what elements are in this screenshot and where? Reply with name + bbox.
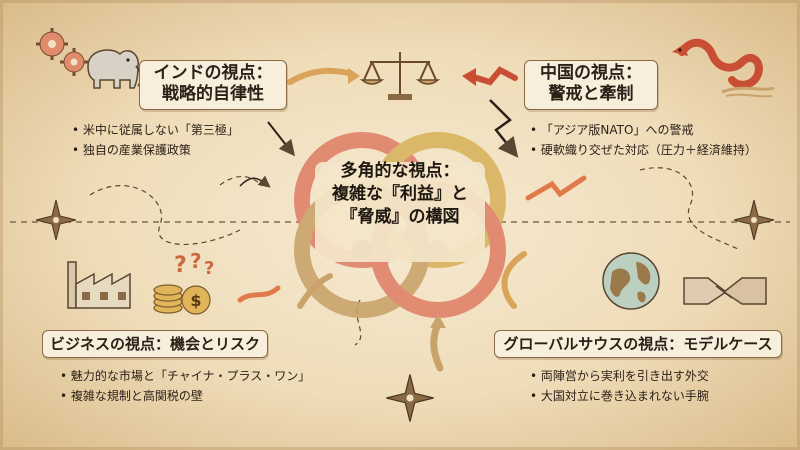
- list-item: 米中に従属しない「第三極」: [72, 120, 239, 140]
- compass-rose-icon: [35, 199, 77, 241]
- interlocking-rings: [294, 132, 506, 318]
- svg-text:?: ?: [190, 249, 202, 273]
- global-south-bullets: 両陣営から実利を引き出す外交 大国対立に巻き込まれない手腕: [530, 366, 709, 406]
- question-marks-icon: ? ? ?: [174, 249, 214, 279]
- india-title-box: インドの視点： 戦略的自律性: [139, 60, 287, 110]
- svg-text:?: ?: [204, 258, 214, 279]
- list-item: 硬軟織り交ぜた対応（圧力＋経済維持）: [530, 140, 757, 160]
- compass-rose-icon: [733, 199, 775, 241]
- business-title: ビジネスの視点：機会とリスク: [49, 335, 260, 353]
- china-title-line2: 警戒と牽制: [548, 84, 634, 104]
- coins-icon: $: [153, 284, 211, 315]
- business-bullets: 魅力的な市場と「チャイナ・プラス・ワン」 複雑な規制と高関税の壁: [60, 366, 310, 406]
- list-item: 複雑な規制と高関税の壁: [60, 386, 310, 406]
- india-title-line1: インドの視点：: [153, 63, 273, 83]
- global-south-title: グローバルサウスの視点：モデルケース: [503, 335, 773, 353]
- dragon-icon: [672, 38, 775, 98]
- scales-icon: [360, 52, 440, 100]
- svg-text:?: ?: [174, 253, 187, 278]
- list-item: 両陣営から実利を引き出す外交: [530, 366, 709, 386]
- list-item: 大国対立に巻き込まれない手腕: [530, 386, 709, 406]
- china-title-box: 中国の視点： 警戒と牽制: [524, 60, 658, 110]
- global-south-title-box: グローバルサウスの視点：モデルケース: [494, 330, 782, 358]
- india-bullets: 米中に従属しない「第三極」 独自の産業保護政策: [72, 120, 239, 160]
- india-title-line2: 戦略的自律性: [162, 84, 264, 104]
- business-title-box: ビジネスの視点：機会とリスク: [42, 330, 268, 358]
- gears-icon: [36, 28, 88, 76]
- center-title: 多角的な視点： 複雑な『利益』と 『脅威』の構図: [300, 160, 500, 229]
- factory-icon: [67, 261, 131, 309]
- china-title-line1: 中国の視点：: [540, 63, 642, 83]
- list-item: 独自の産業保護政策: [72, 140, 239, 160]
- list-item: 魅力的な市場と「チャイナ・プラス・ワン」: [60, 366, 310, 386]
- handshake-icon: [683, 277, 767, 305]
- center-title-line2: 複雑な『利益』と: [332, 184, 468, 204]
- list-item: 「アジア版NATO」への警戒: [530, 120, 757, 140]
- svg-text:$: $: [190, 291, 201, 310]
- globe-icon: [602, 252, 660, 310]
- china-bullets: 「アジア版NATO」への警戒 硬軟織り交ぜた対応（圧力＋経済維持）: [530, 120, 757, 160]
- center-title-line1: 多角的な視点：: [340, 161, 460, 181]
- center-title-line3: 『脅威』の構図: [340, 207, 460, 227]
- compass-rose-icon: [386, 374, 434, 422]
